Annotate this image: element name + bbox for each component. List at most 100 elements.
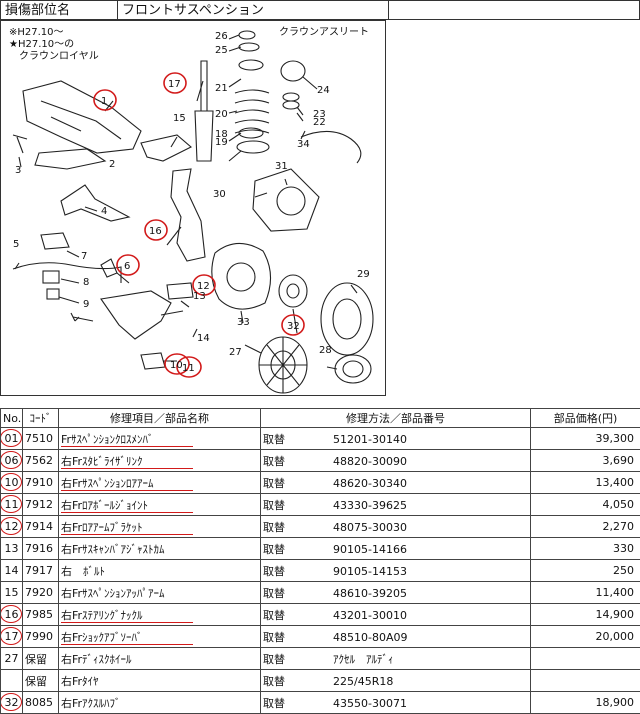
cell-code: 7914: [23, 516, 59, 538]
cell-code: 7920: [23, 582, 59, 604]
part-number: 43330-39625: [333, 499, 407, 512]
red-underline-mark: [61, 644, 193, 645]
part-label-1: 1: [101, 96, 107, 107]
part-label-17: 17: [168, 79, 181, 90]
cell-code: 7985: [23, 604, 59, 626]
red-underline-mark: [61, 446, 193, 447]
cell-no-text: 15: [5, 586, 19, 599]
red-underline-mark: [61, 534, 193, 535]
repair-method: 取替: [263, 607, 333, 623]
cell-price: 39,300: [531, 428, 640, 450]
cell-name: 右 ﾎﾞﾙﾄ: [59, 560, 261, 582]
cell-code-text: 7990: [25, 630, 53, 643]
part-number: 43201-30010: [333, 609, 407, 622]
cell-name: 右Frﾀｲﾔ: [59, 670, 261, 692]
part-label-11: 11: [182, 363, 195, 374]
cell-price-text: 2,270: [603, 520, 635, 533]
part-label-3: 3: [15, 165, 21, 176]
cell-name: Frｻｽﾍﾟﾝｼｮﾝｸﾛｽﾒﾝﾊﾞ: [59, 428, 261, 450]
repair-method: 取替: [263, 431, 333, 447]
cell-price-text: 250: [613, 564, 634, 577]
repair-method: 取替: [263, 563, 333, 579]
cell-price-text: 330: [613, 542, 634, 555]
cell-price-text: 14,900: [596, 608, 635, 621]
cell-name: 右Frﾛｱﾎﾞｰﾙｼﾞｮｲﾝﾄ: [59, 494, 261, 516]
cell-code: 保留: [23, 670, 59, 692]
cell-code: 7910: [23, 472, 59, 494]
cell-name: 右Frｻｽｷｬﾝﾊﾞｱｼﾞｬｽﾄｶﾑ: [59, 538, 261, 560]
part-number: 48075-30030: [333, 521, 407, 534]
part-label-21: 21: [215, 83, 228, 94]
cell-price: 2,270: [531, 516, 640, 538]
repair-method: 取替: [263, 519, 333, 535]
repair-method: 取替: [263, 453, 333, 469]
part-label-31: 31: [275, 161, 288, 172]
cell-name-text: 右 ﾎﾞﾙﾄ: [61, 565, 105, 578]
part-label-34: 34: [297, 139, 310, 150]
exploded-view-drawing: 1 2 3 4 5 6 7 8 9 10 11 12 13 14 15 16 1…: [1, 21, 387, 397]
cell-name: 右Frｻｽﾍﾟﾝｼｮﾝｱｯﾊﾟｱｰﾑ: [59, 582, 261, 604]
cell-price-text: 11,400: [596, 586, 635, 599]
cell-code-text: 7912: [25, 498, 53, 511]
red-underline-mark: [61, 490, 193, 491]
cell-code-text: 8085: [25, 696, 53, 709]
part-label-8: 8: [83, 277, 89, 288]
cell-price-text: 39,300: [596, 432, 635, 445]
cell-no: 13: [1, 538, 23, 560]
cell-code-text: 7914: [25, 520, 53, 533]
part-label-16: 16: [149, 226, 162, 237]
red-underline-mark: [61, 468, 193, 469]
repair-method: 取替: [263, 673, 333, 689]
cell-name-text: 右Frｱｸｽﾙﾊﾌﾞ: [61, 697, 121, 710]
header-value: フロントサスペンション: [117, 0, 389, 20]
part-number: 90105-14153: [333, 565, 407, 578]
cell-name: 右Frｽﾀﾋﾞﾗｲｻﾞﾘﾝｸ: [59, 450, 261, 472]
cell-no: 15: [1, 582, 23, 604]
cell-code: 保留: [23, 648, 59, 670]
cell-code: 7912: [23, 494, 59, 516]
part-number: 48820-30090: [333, 455, 407, 468]
red-circle-mark: [1, 517, 23, 535]
cell-price-text: 20,000: [596, 630, 635, 643]
cell-no: 32: [1, 692, 23, 714]
col-header-price: 部品価格(円): [531, 409, 640, 428]
col-header-code: ｺｰﾄﾞ: [23, 409, 59, 428]
table-header-row: No. ｺｰﾄﾞ 修理項目／部品名称 修理方法／部品番号 部品価格(円): [1, 409, 640, 428]
cell-no: 06: [1, 450, 23, 472]
cell-name-text: 右Frｻｽｷｬﾝﾊﾞｱｼﾞｬｽﾄｶﾑ: [61, 543, 165, 556]
cell-code: 7510: [23, 428, 59, 450]
red-underline-mark: [61, 512, 193, 513]
cell-price-text: 13,400: [596, 476, 635, 489]
cell-no: 17: [1, 626, 23, 648]
part-label-9: 9: [83, 299, 89, 310]
cell-name-text: 右Frｼｮｯｸｱﾌﾞｿｰﾊﾞ: [61, 631, 143, 644]
cell-code: 8085: [23, 692, 59, 714]
cell-price-text: 4,050: [603, 498, 635, 511]
cell-price: 11,400: [531, 582, 640, 604]
part-label-19: 19: [215, 137, 228, 148]
part-label-4: 4: [101, 206, 107, 217]
cell-code: 7990: [23, 626, 59, 648]
cell-code-text: 7510: [25, 432, 53, 445]
repair-method: 取替: [263, 475, 333, 491]
cell-code-text: 保留: [25, 675, 47, 688]
cell-name: 右Frｼｮｯｸｱﾌﾞｿｰﾊﾞ: [59, 626, 261, 648]
cell-price: [531, 670, 640, 692]
cell-price-text: 3,690: [603, 454, 635, 467]
cell-no-text: 13: [5, 542, 19, 555]
cell-no: [1, 670, 23, 692]
